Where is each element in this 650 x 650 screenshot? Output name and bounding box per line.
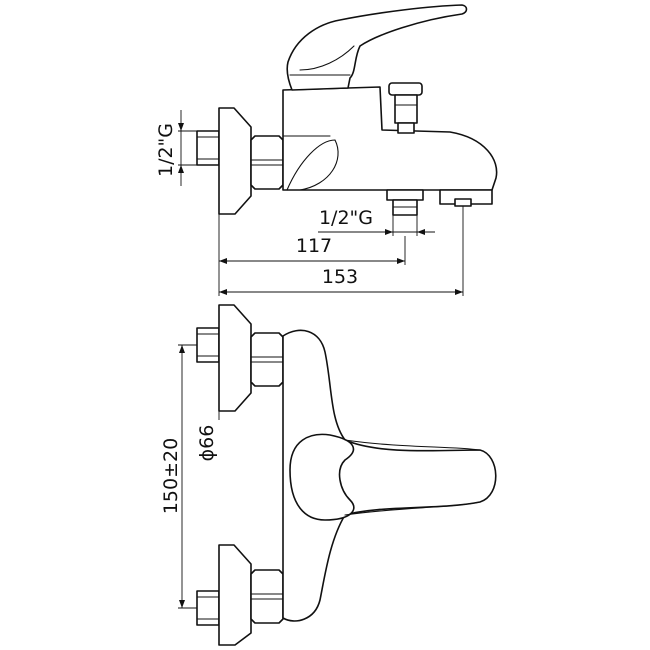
- side-bath-spout: [439, 189, 493, 207]
- front-top-inlet: [196, 327, 220, 363]
- front-bottom-hex-nut: [250, 569, 284, 624]
- dim-centre-distance: 150±20: [160, 344, 197, 609]
- depth-to-outlet-label: 117: [296, 235, 332, 257]
- side-inlet-connector: [196, 130, 220, 166]
- side-body-contour: [286, 139, 339, 191]
- front-top-flange: [218, 304, 252, 412]
- front-bottom-inlet: [196, 590, 220, 626]
- outlet-thread-label: 1/2"G: [319, 207, 373, 229]
- side-diverter-knob: [388, 82, 423, 134]
- dim-flange-diameter: ϕ66: [196, 305, 220, 462]
- side-mixer-body: [282, 86, 498, 191]
- dim-inlet-thread: 1/2"G: [155, 110, 197, 186]
- side-hex-nut: [250, 135, 284, 190]
- side-lever-handle: [286, 4, 468, 91]
- inlet-thread-label: 1/2"G: [155, 123, 177, 177]
- side-outlet-connector: [386, 189, 424, 216]
- centre-distance-label: 150±20: [160, 438, 182, 514]
- side-wall-flange: [218, 107, 252, 215]
- front-lever-rosette: [289, 433, 355, 521]
- dim-outlet-thread: 1/2"G: [318, 207, 435, 236]
- front-mixer-body: [282, 329, 497, 622]
- dim-117: 117: [218, 214, 406, 296]
- front-lever-contour: [344, 439, 481, 451]
- flange-diameter-label: ϕ66: [196, 425, 218, 462]
- dim-153: 153: [219, 206, 464, 296]
- front-top-hex-nut: [250, 332, 284, 387]
- side-view: 1/2"G 1/2"G 117 153: [155, 4, 498, 296]
- overall-depth-label: 153: [322, 266, 358, 288]
- front-view: 150±20 ϕ66: [160, 304, 497, 646]
- front-bottom-flange: [218, 544, 252, 646]
